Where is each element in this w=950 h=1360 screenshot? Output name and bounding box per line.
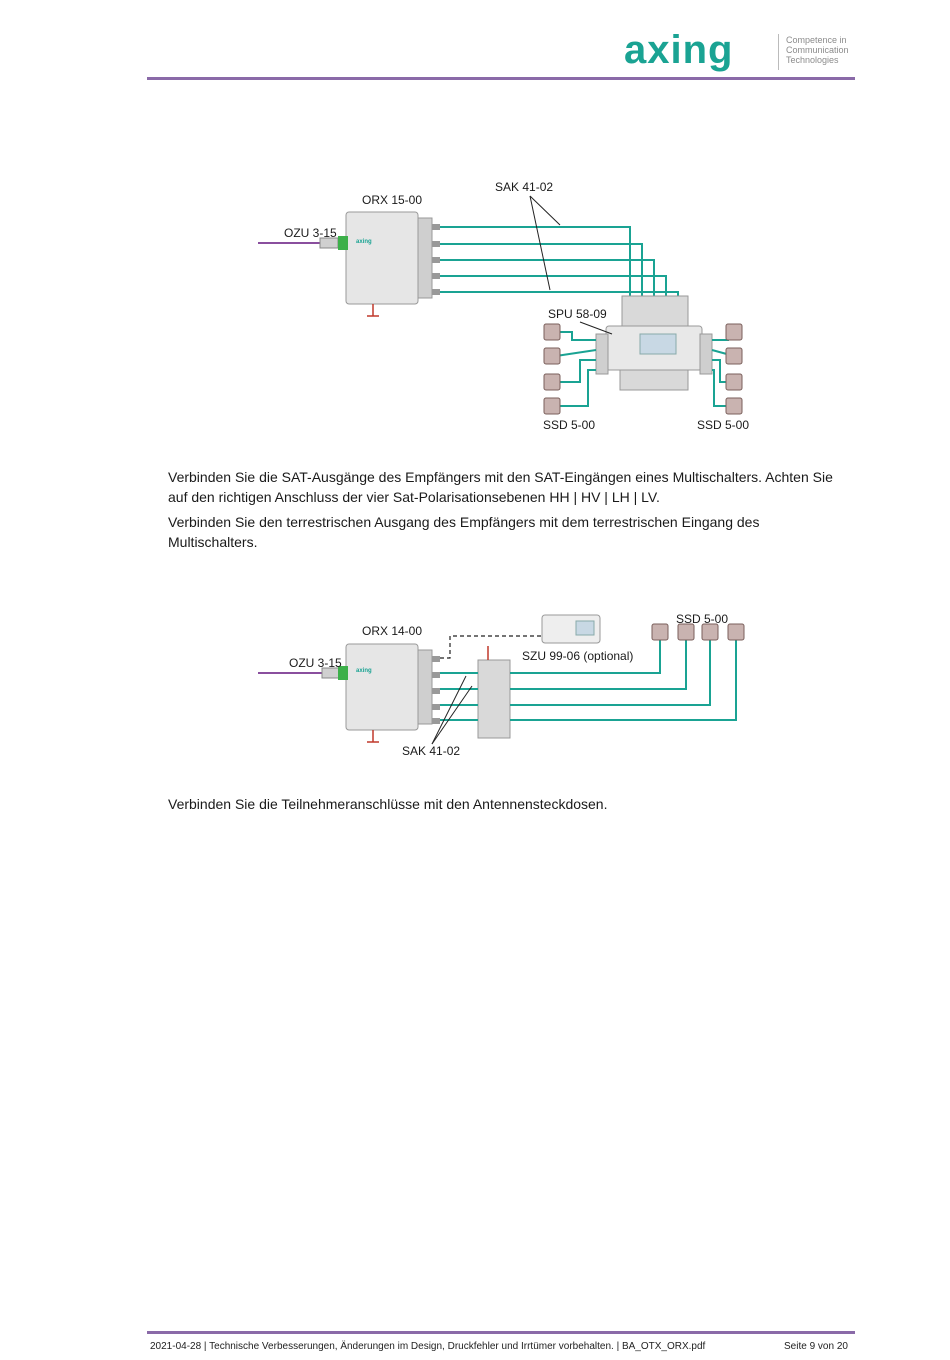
receiver-orx15: axing [338,211,440,305]
logo-tagline-line-3: Technologies [786,55,839,65]
label-ssd-left: SSD 5-00 [543,418,595,432]
paragraph-3: Verbinden Sie die Teilnehmeranschlüsse m… [168,796,608,812]
label-ozu-2: OZU 3-15 [289,656,342,670]
antenna-sockets [543,323,743,415]
paragraph-1: Verbinden Sie die SAT-Ausgänge des Empfä… [168,469,833,505]
label-sak-1: SAK 41-02 [495,180,553,194]
label-orx14: ORX 14-00 [362,624,422,638]
splitter-block [477,659,511,739]
sat-cables [440,226,679,300]
header-rule [147,77,855,80]
label-sak-2: SAK 41-02 [402,744,460,758]
label-szu99: SZU 99-06 (optional) [522,649,633,663]
label-spu58: SPU 58-09 [548,307,607,321]
footer-rule [147,1331,855,1334]
footer-meta: 2021-04-28 | Technische Verbesserungen, … [150,1341,706,1352]
page-number: Seite 9 von 20 [784,1341,848,1352]
paragraph-2: Verbinden Sie den terrestrischen Ausgang… [168,514,760,550]
logo-tagline: Competence in Communication Technologies [786,35,849,65]
sat-cables-2 [440,640,737,721]
label-ssd-2: SSD 5-00 [676,612,728,626]
multiswitch-spu58 [595,295,713,391]
logo-wordmark: axing [624,28,734,72]
antenna-sockets-2 [651,623,745,641]
logo-tagline-line-1: Competence in [786,35,847,45]
diagram-2-wiring: axing ORX 14-00 OZU 3-15 SZU 99-06 (opti… [258,612,745,758]
label-ozu-1: OZU 3-15 [284,226,337,240]
diagram-1-wiring: axing [258,180,749,432]
label-ssd-right: SSD 5-00 [697,418,749,432]
logo-tagline-line-2: Communication [786,45,849,55]
logo-divider [778,34,779,70]
receiver-orx14: axing [338,643,440,731]
label-orx15: ORX 15-00 [362,193,422,207]
svg-text:axing: axing [356,239,372,245]
axing-logo: axing Competence in Communication Techno… [624,30,864,74]
svg-text:axing: axing [356,668,372,674]
